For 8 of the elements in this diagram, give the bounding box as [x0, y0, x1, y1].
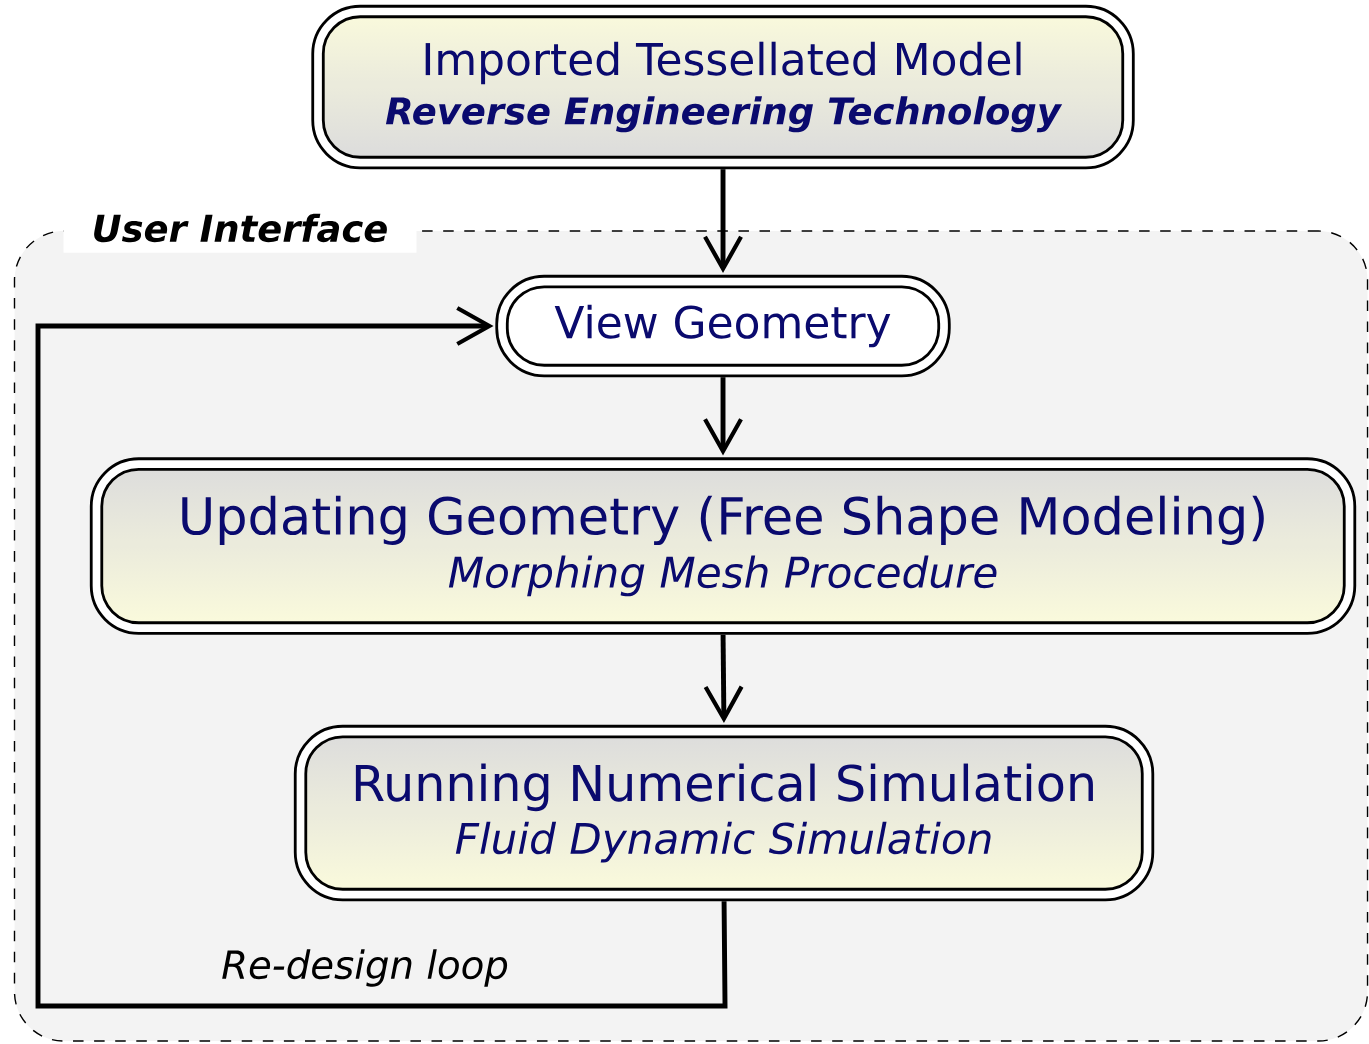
- process-box: Imported Tessellated Model Reverse Engineering Technology: [311, 4, 1135, 170]
- process-box: Updating Geometry (Free Shape Modeling) Morphing Mesh Procedure: [89, 457, 1357, 635]
- arrow: [703, 634, 744, 724]
- arrow: [703, 169, 743, 274]
- arrow: [35, 306, 728, 1009]
- process-box: View Geometry: [495, 274, 951, 378]
- edge-label: Re-design loop: [222, 949, 508, 987]
- process-box: Running Numerical Simulation Fluid Dynamic Simulation: [293, 724, 1155, 902]
